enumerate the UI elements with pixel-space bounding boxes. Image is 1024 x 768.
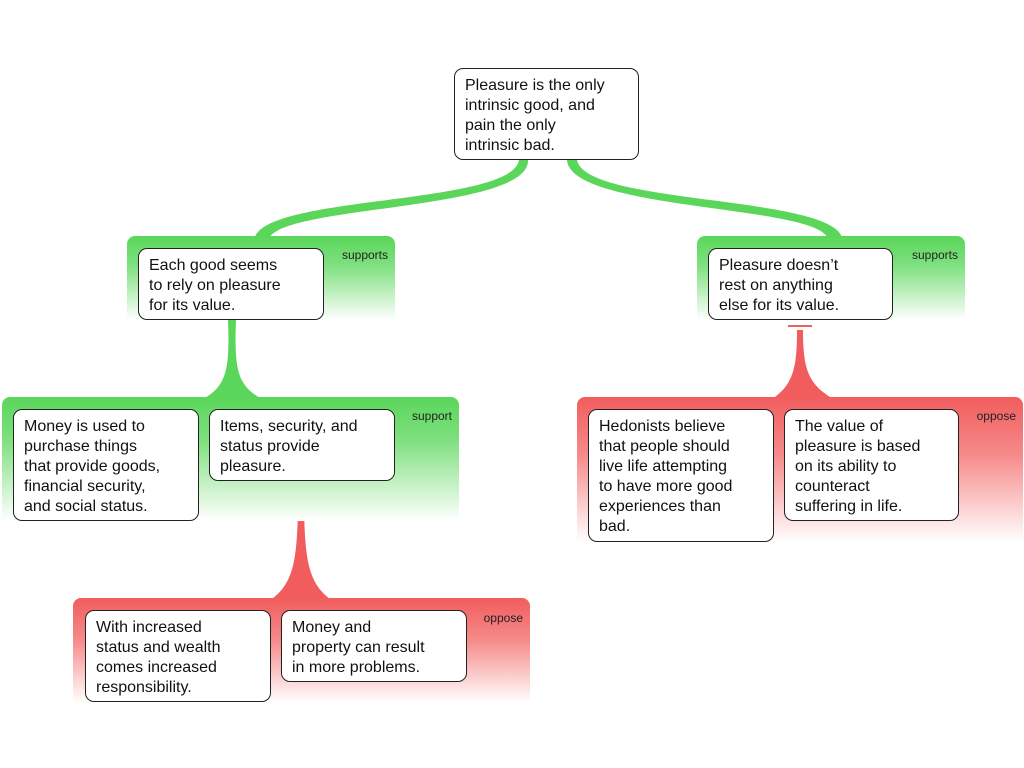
group-label-oppose-right: oppose: [976, 409, 1016, 423]
node-line: pain the only: [465, 117, 556, 134]
node-line: bad.: [599, 518, 631, 535]
node-line: suffering in life.: [795, 498, 903, 515]
node-line: for its value.: [149, 297, 236, 314]
node-line: in more problems.: [292, 659, 421, 676]
node-line: The value of: [795, 418, 884, 435]
objection-node-money-problems[interactable]: Money and property can result in more pr…: [281, 610, 467, 682]
node-line: purchase things: [24, 438, 137, 455]
node-line: financial security,: [24, 478, 146, 495]
reason-node-money-used[interactable]: Money is used to purchase things that pr…: [13, 409, 199, 521]
node-line: property can result: [292, 639, 425, 656]
connector-root-left: [255, 160, 529, 237]
group-label-supports-left: supports: [341, 248, 388, 262]
reason-node-items-security[interactable]: Items, security, and status provide plea…: [209, 409, 395, 481]
group-label-support-sub: support: [411, 409, 452, 423]
node-line: intrinsic bad.: [465, 137, 555, 154]
node-line: status and wealth: [96, 639, 221, 656]
node-line: With increased: [96, 619, 202, 636]
connector-root-right: [567, 160, 842, 237]
node-line: to have more good: [599, 478, 733, 495]
node-line: Each good seems: [149, 257, 278, 274]
node-line: to rely on pleasure: [149, 277, 281, 294]
node-line: status provide: [220, 438, 320, 455]
node-line: intrinsic good, and: [465, 97, 595, 114]
node-line: live life attempting: [599, 458, 728, 475]
connector-items-oppose: [272, 492, 330, 599]
node-line: Money and: [292, 619, 372, 636]
node-line: Pleasure is the only: [465, 77, 605, 94]
node-line: rest on anything: [719, 277, 833, 294]
node-line: responsibility.: [96, 679, 192, 696]
node-line: pleasure is based: [795, 438, 921, 455]
node-line: that provide goods,: [24, 458, 161, 475]
node-line: Items, security, and: [220, 418, 358, 435]
objection-node-value-of-pleasure[interactable]: The value of pleasure is based on its ab…: [784, 409, 959, 521]
group-label-oppose-bottom: oppose: [483, 611, 523, 625]
reason-node-pleasure-doesnt-rest[interactable]: Pleasure doesn’t rest on anything else f…: [708, 248, 893, 320]
connector-left-sub: [205, 320, 260, 398]
node-line: Hedonists believe: [599, 418, 726, 435]
node-line: Pleasure doesn’t: [719, 257, 839, 274]
node-line: and social status.: [24, 498, 148, 515]
node-line: comes increased: [96, 659, 217, 676]
node-line: Money is used to: [24, 418, 145, 435]
node-line: that people should: [599, 438, 730, 455]
connector-right-oppose: [775, 330, 830, 397]
node-line: pleasure.: [220, 458, 286, 475]
objection-node-hedonists-believe[interactable]: Hedonists believe that people should liv…: [588, 409, 774, 542]
group-label-supports-right: supports: [911, 248, 958, 262]
root-claim-node[interactable]: Pleasure is the only intrinsic good, and…: [454, 68, 639, 160]
node-line: experiences than: [599, 498, 721, 515]
node-line: on its ability to: [795, 458, 897, 475]
node-line: else for its value.: [719, 297, 840, 314]
objection-node-increased-responsibility[interactable]: With increased status and wealth comes i…: [85, 610, 271, 702]
reason-node-each-good[interactable]: Each good seems to rely on pleasure for …: [138, 248, 324, 320]
node-line: counteract: [795, 478, 870, 495]
